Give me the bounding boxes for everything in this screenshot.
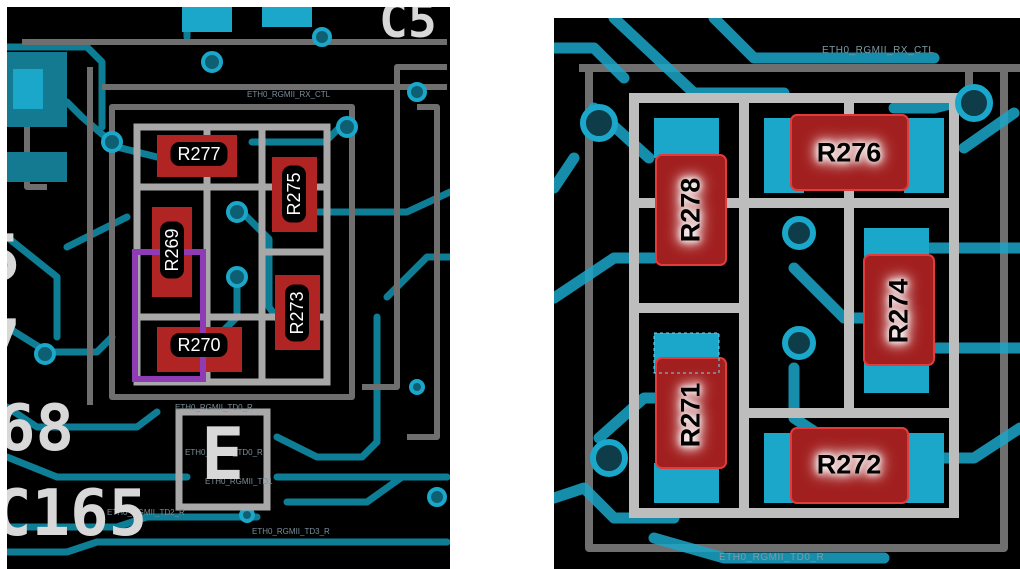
trace [7,233,61,341]
via [226,201,248,223]
designator-r271: R271 [675,382,706,448]
silkscreen-fragment: 5 [7,222,21,296]
trace [7,513,261,531]
left-board-artwork [7,7,450,556]
silkscreen-fragment: 68 [7,392,75,466]
trace [7,323,116,356]
net-label: ETH0_RGMII_TD2_R [107,508,185,517]
net-label: ETH0_RGMII_TD1 [205,477,273,486]
designator-r276: R276 [816,137,882,168]
designator-r278: R278 [675,177,706,243]
net-label: ETH0_RGMII_RX_CTL [822,45,935,56]
designator-r275: R275 [282,165,306,223]
designator-r270: R270 [170,333,228,357]
designator-r277: R277 [170,142,228,166]
via [409,379,425,395]
trace [313,188,450,216]
net-label: ETH0_RGMII_RX_CTL [247,90,331,99]
trace [7,403,161,431]
net-label: ETH0_RGMII_TD3_R [252,527,330,536]
net-label: ETH0_RGMII_TD0_R [185,448,263,457]
via [427,487,447,507]
via [239,507,255,523]
via [201,51,223,73]
net-label: ETH0_RGMII_TD0_R [175,403,253,412]
designator-r269: R269 [160,221,184,279]
trace [7,538,450,556]
left-pcb-view: R277 R275 R269 R273 R270 ETH0_RGMII_RX_C… [7,7,450,569]
via [590,439,628,477]
silkscreen-part-ref: C165 [7,477,148,551]
net-label: ETH0_RGMII_TD0_R [719,552,825,563]
via [336,116,358,138]
trace [63,213,131,251]
designator-r274: R274 [883,278,914,344]
via [782,326,816,360]
designator-r273: R273 [285,284,309,342]
via [955,84,993,122]
trace [283,473,431,506]
via [226,266,248,288]
trace [7,43,106,131]
via [580,104,618,142]
via [101,131,123,153]
trace [273,313,381,461]
silkscreen-fragment: 7 [7,307,21,381]
via [312,27,332,47]
via [407,82,427,102]
via [34,343,56,365]
via [782,216,816,250]
designator-r272: R272 [816,449,882,480]
trace [383,253,450,301]
right-board-artwork [554,18,1020,564]
trace [7,453,191,481]
silkscreen-fragment: C5 [379,7,437,49]
right-pcb-view: R278 R276 R274 R271 R272 ETH0_RGMII_RX_C… [554,18,1020,569]
silkscreen-marker: E [201,412,245,496]
